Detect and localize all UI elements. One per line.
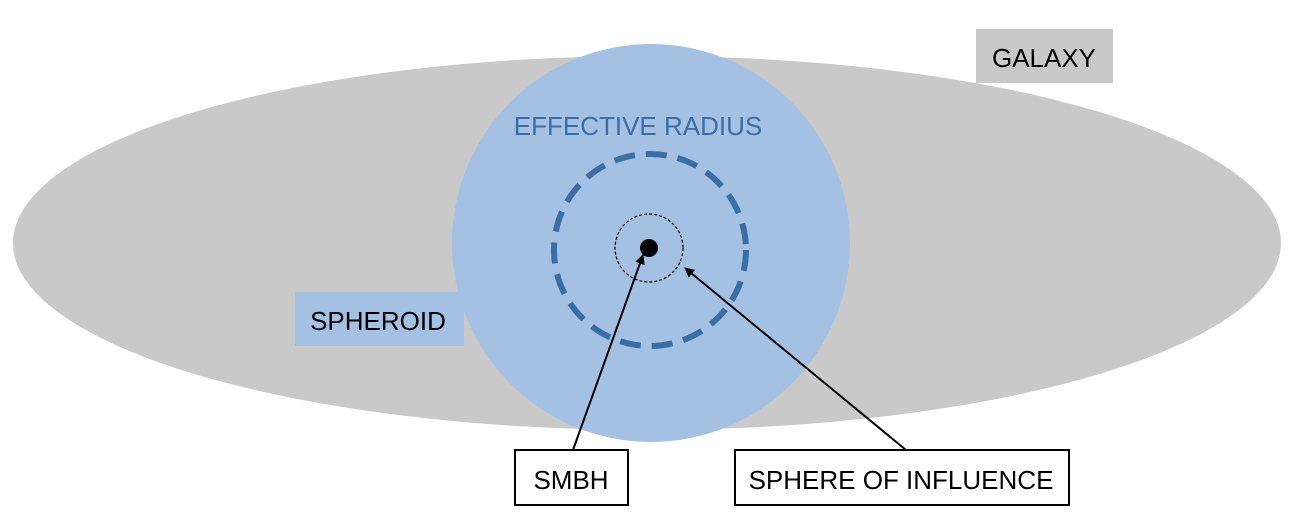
smbh-dot <box>640 239 658 257</box>
spheroid-label-box: SPHEROID <box>295 292 464 346</box>
galaxy-label-box: GALAXY <box>976 29 1113 83</box>
spheroid-label: SPHEROID <box>310 306 446 336</box>
effective-radius-circle <box>551 151 749 349</box>
galaxy-label: GALAXY <box>992 43 1096 73</box>
effective-radius-label: EFFECTIVE RADIUS <box>514 111 762 141</box>
sphere-of-influence-label: SPHERE OF INFLUENCE <box>749 465 1054 495</box>
smbh-label-box: SMBH <box>514 449 629 506</box>
sphere-of-influence-label-box: SPHERE OF INFLUENCE <box>734 449 1070 506</box>
smbh-arrow <box>572 254 645 451</box>
sphere-of-influence-circle <box>614 213 684 283</box>
sphere-of-influence-arrow <box>684 267 907 451</box>
smbh-label: SMBH <box>533 465 608 495</box>
